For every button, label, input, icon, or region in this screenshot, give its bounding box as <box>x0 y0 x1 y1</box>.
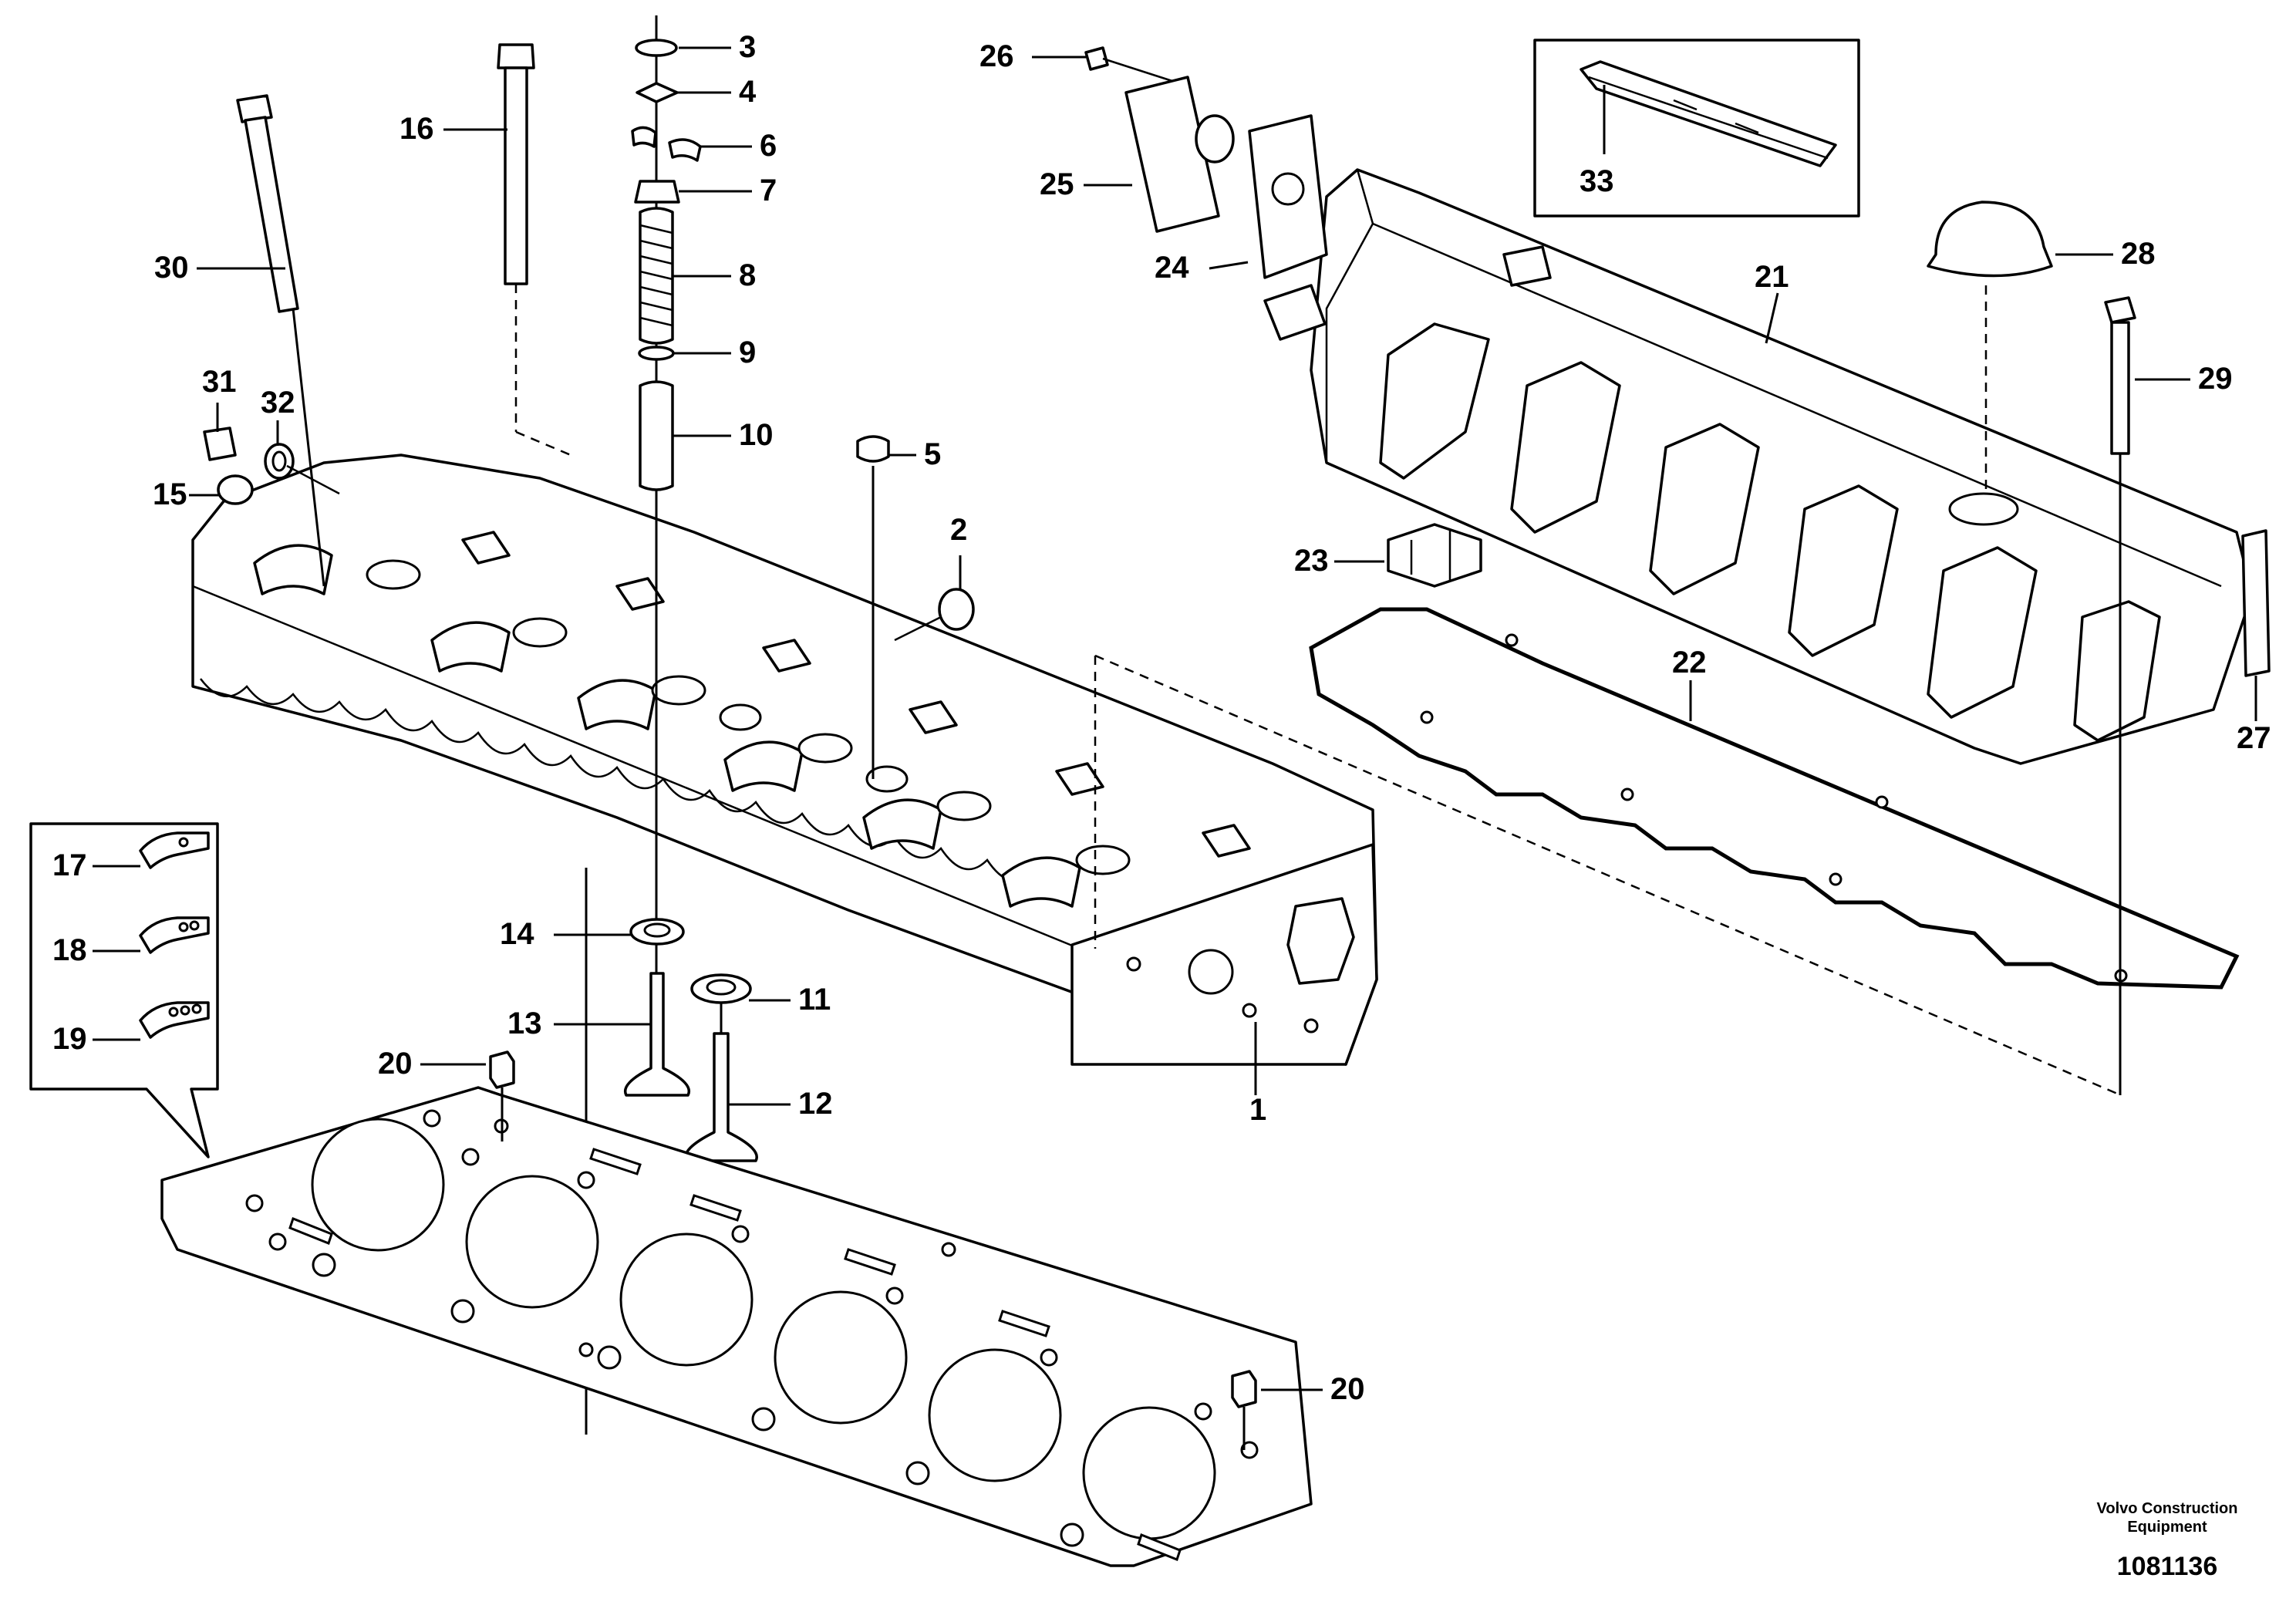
callout-13: 13 <box>507 1007 542 1040</box>
callout-leaders <box>93 46 2257 1391</box>
callout-29: 29 <box>2198 362 2233 396</box>
callout-24: 24 <box>1155 251 1189 285</box>
callout-8: 8 <box>739 258 756 292</box>
cylinder-head-ports <box>253 531 1251 908</box>
callout-33: 33 <box>1580 164 1614 198</box>
callout-31: 31 <box>202 365 237 399</box>
callout-26: 26 <box>979 39 1014 73</box>
credit-company: Volvo Construction <box>2097 1500 2238 1517</box>
seal-profile-inset <box>1533 39 1860 218</box>
callout-16: 16 <box>400 112 434 146</box>
callout-32: 32 <box>261 386 295 420</box>
studs-20 <box>489 1050 1257 1450</box>
head-gasket <box>160 1086 1313 1567</box>
credit-block: Volvo Construction Equipment 1081136 <box>2097 1500 2238 1581</box>
callout-1: 1 <box>1249 1093 1266 1127</box>
callout-19: 19 <box>52 1022 87 1056</box>
callout-20-lower: 20 <box>1330 1372 1365 1406</box>
callout-23: 23 <box>1294 544 1329 578</box>
callout-3: 3 <box>739 30 756 64</box>
head-bolt-16 <box>497 43 571 457</box>
drawing-number: 1081136 <box>2117 1552 2218 1581</box>
bracket-23 <box>1387 523 1482 588</box>
callout-21: 21 <box>1755 260 1789 294</box>
callout-labels: 1 2 3 4 5 6 7 8 9 10 11 12 13 14 15 16 1… <box>52 30 2271 1406</box>
plugs <box>203 427 340 505</box>
callout-11: 11 <box>798 983 831 1017</box>
callout-17: 17 <box>52 848 87 882</box>
valve-train <box>631 15 702 1003</box>
callout-4: 4 <box>739 75 757 109</box>
callout-9: 9 <box>739 336 756 369</box>
oil-filler-cap <box>1927 201 2053 494</box>
valve-cover-ribs <box>1379 322 2161 742</box>
callout-27: 27 <box>2237 721 2271 755</box>
callout-25: 25 <box>1040 167 1074 201</box>
gasket-thickness-inset <box>29 822 219 1158</box>
callout-22: 22 <box>1672 646 1707 679</box>
gasket-bolt-holes <box>245 1109 1259 1547</box>
callout-14: 14 <box>500 917 534 951</box>
cover-bolt-29 <box>2104 296 2136 1095</box>
small-plug-seal <box>856 435 975 779</box>
gasket-slots <box>288 1148 1182 1561</box>
callout-7: 7 <box>760 174 777 207</box>
callout-20-upper: 20 <box>378 1047 413 1081</box>
callout-18: 18 <box>52 933 87 967</box>
callout-10: 10 <box>739 418 774 452</box>
alignment-line <box>1094 654 2122 1097</box>
callout-2: 2 <box>950 513 967 547</box>
callout-30: 30 <box>154 251 189 285</box>
callout-6: 6 <box>760 129 777 163</box>
head-bolt-30 <box>236 94 325 587</box>
cylinder-head <box>191 454 1378 1066</box>
callout-15: 15 <box>153 477 187 511</box>
seal-strip-27 <box>2241 529 2271 677</box>
credit-company-line2: Equipment <box>2127 1519 2207 1536</box>
valve-cover <box>1263 168 2254 765</box>
callout-12: 12 <box>798 1087 833 1121</box>
callout-28: 28 <box>2121 237 2156 271</box>
breather-parts <box>1084 46 1328 279</box>
callout-5: 5 <box>924 437 941 471</box>
